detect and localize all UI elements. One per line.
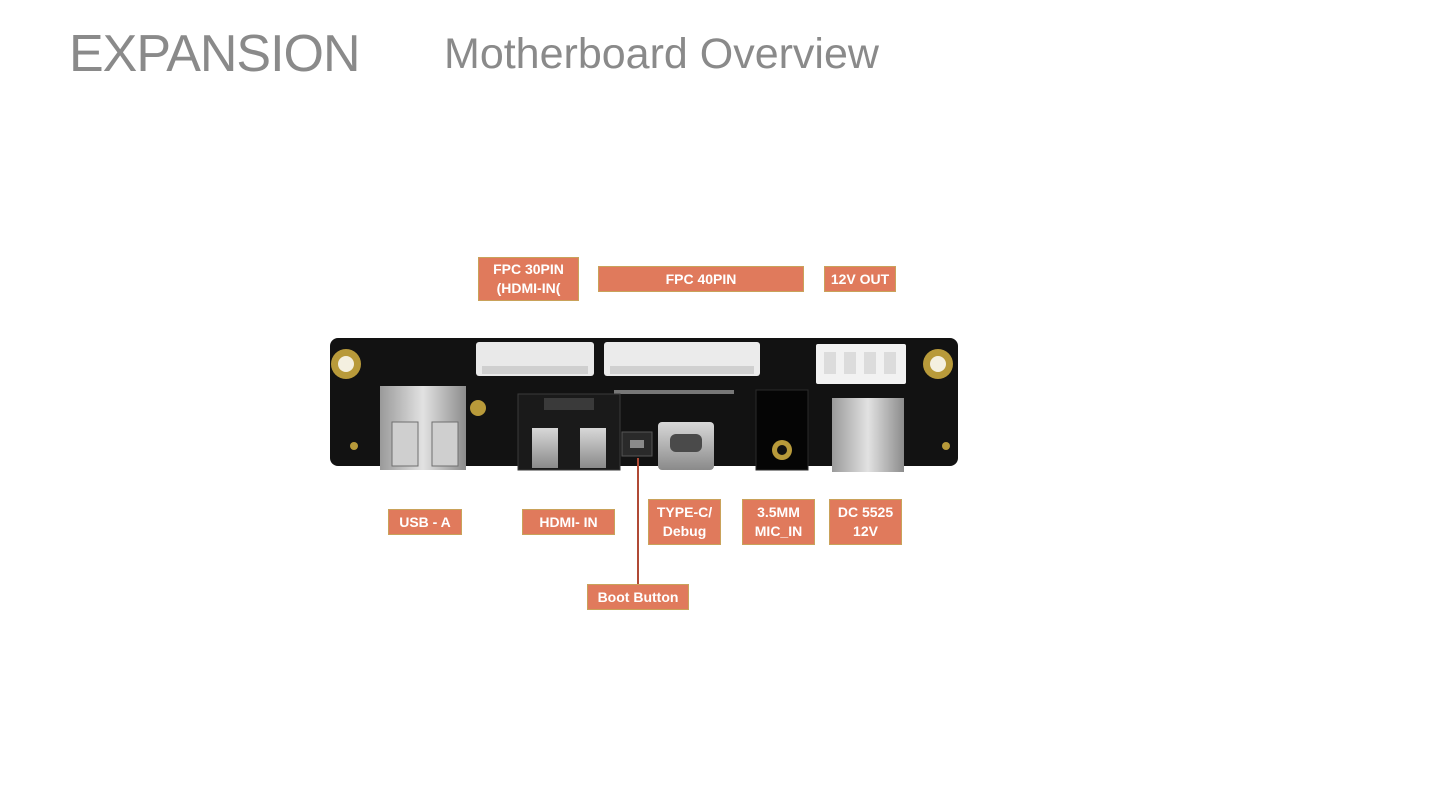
mounting-hole-left bbox=[331, 349, 361, 379]
mounting-hole-right bbox=[923, 349, 953, 379]
fpc-30pin-connector bbox=[476, 342, 594, 376]
hdmi-in-port bbox=[517, 393, 621, 471]
boot-button-leader-line bbox=[637, 458, 639, 586]
label-hdmi-in: HDMI- IN bbox=[522, 509, 615, 535]
label-dc-5525: DC 5525 12V bbox=[829, 499, 902, 545]
label-mic-in: 3.5MM MIC_IN bbox=[742, 499, 815, 545]
page-subtitle: Motherboard Overview bbox=[444, 30, 879, 78]
boot-button bbox=[621, 431, 653, 457]
silkscreen-text bbox=[614, 390, 734, 394]
fpc-40pin-connector bbox=[604, 342, 760, 376]
mic-jack bbox=[755, 389, 809, 471]
label-type-c-debug: TYPE-C/ Debug bbox=[648, 499, 721, 545]
12v-out-connector bbox=[816, 344, 906, 384]
type-c-port bbox=[658, 422, 714, 470]
label-12v-out: 12V OUT bbox=[824, 266, 896, 292]
usb-a-port bbox=[380, 386, 486, 470]
motherboard-image bbox=[330, 338, 958, 472]
label-fpc-30pin: FPC 30PIN (HDMI-IN( bbox=[478, 257, 579, 301]
dc-jack bbox=[832, 398, 904, 472]
label-fpc-40pin: FPC 40PIN bbox=[598, 266, 804, 292]
page-title: EXPANSION bbox=[69, 25, 361, 83]
label-usb-a: USB - A bbox=[388, 509, 462, 535]
label-boot-button: Boot Button bbox=[587, 584, 689, 610]
